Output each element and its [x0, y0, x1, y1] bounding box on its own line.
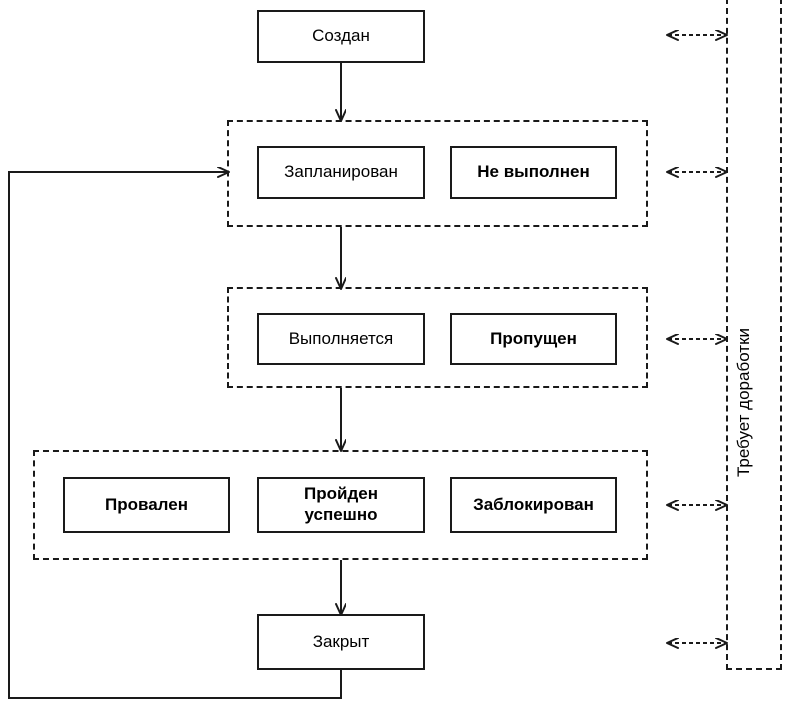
- state-node-closed[interactable]: Закрыт: [257, 614, 425, 670]
- state-node-not-executed-label: Не выполнен: [477, 162, 590, 182]
- state-node-not-executed[interactable]: Не выполнен: [450, 146, 617, 199]
- state-node-blocked-label: Заблокирован: [473, 494, 594, 514]
- state-node-closed-label: Закрыт: [312, 631, 370, 651]
- state-node-in-progress[interactable]: Выполняется: [257, 313, 425, 365]
- rework-container: [726, 0, 782, 670]
- state-node-planned[interactable]: Запланирован: [257, 146, 425, 199]
- state-node-skipped-label: Пропущен: [490, 328, 577, 348]
- state-node-in-progress-label: Выполняется: [288, 328, 394, 348]
- state-node-failed[interactable]: Провален: [63, 477, 230, 533]
- state-node-created-label: Создан: [312, 26, 370, 46]
- state-node-skipped[interactable]: Пропущен: [450, 313, 617, 365]
- state-node-blocked[interactable]: Заблокирован: [450, 477, 617, 533]
- group-planned: [227, 120, 648, 227]
- rework-label-text: Требует доработки: [734, 327, 753, 478]
- state-node-failed-label: Провален: [105, 494, 188, 514]
- state-node-planned-label: Запланирован: [284, 162, 398, 182]
- state-node-passed-label: Пройден успешно: [304, 484, 378, 524]
- state-node-passed[interactable]: Пройден успешно: [257, 477, 425, 533]
- state-node-created[interactable]: Создан: [257, 10, 425, 63]
- group-result: [33, 450, 648, 560]
- group-running: [227, 287, 648, 388]
